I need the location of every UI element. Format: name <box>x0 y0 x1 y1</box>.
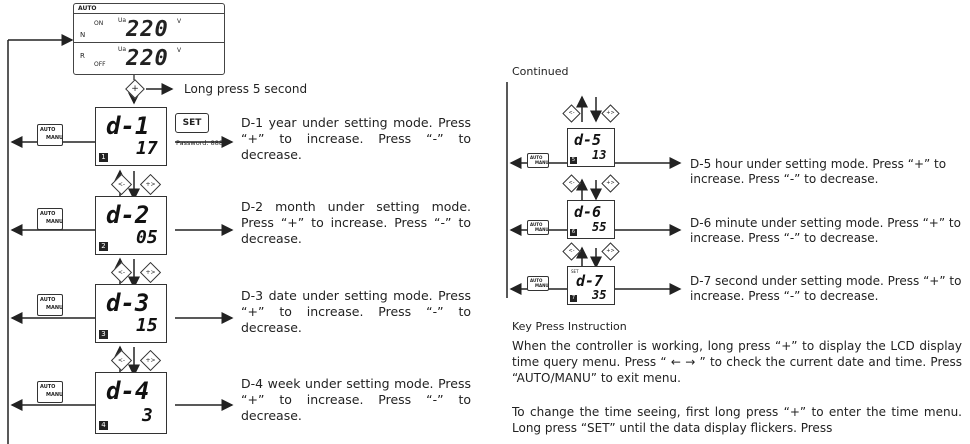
step-code: d-2 <box>106 201 150 229</box>
long-press-label: Long press 5 second <box>184 82 308 96</box>
step-index: 2 <box>99 242 108 251</box>
row1-voltage: 220 <box>126 17 169 42</box>
row1-unit: Ua <box>118 17 127 24</box>
step-index: 5 <box>570 157 577 164</box>
step-value: 05 <box>136 227 158 248</box>
instruction-para2: To change the time seeing, first long pr… <box>512 405 962 435</box>
r-label: R <box>80 52 85 60</box>
instruction-para1: When the controller is working, long pre… <box>512 339 962 385</box>
step-code: d-3 <box>106 289 150 317</box>
step-code: d-1 <box>106 112 150 140</box>
lcd-step-d3: d-3 15 3 <box>95 284 167 343</box>
lcd-step-d5: d-5 13 5 <box>567 128 615 167</box>
step-value: 3 <box>142 405 153 426</box>
step-index: 1 <box>99 153 108 162</box>
main-lcd-display: AUTO N ON Ua 220 V R OFF Ua 220 V <box>73 3 225 75</box>
step-desc-d3: D-3 date under setting mode. Press “+” t… <box>241 288 471 335</box>
set-button[interactable]: SET <box>175 113 209 133</box>
step-code: d-6 <box>574 203 602 221</box>
row2-unit-v: V <box>177 47 182 54</box>
step-value: 55 <box>592 220 607 234</box>
step-value: 17 <box>136 138 158 159</box>
auto-indicator: AUTO <box>74 4 224 14</box>
set-indicator: SET <box>571 269 579 274</box>
off-label: OFF <box>94 61 106 68</box>
step-value: 35 <box>592 288 607 302</box>
step-desc-d2: D-2 month under setting mode. Press “+” … <box>241 199 471 246</box>
lcd-step-d7: SET d-7 35 7 <box>567 266 615 305</box>
step-value: 15 <box>136 315 158 336</box>
continued-label: Continued <box>512 65 569 78</box>
row2-unit: Ua <box>118 46 127 53</box>
instruction-title: Key Press Instruction <box>512 320 627 333</box>
on-label: ON <box>94 20 104 27</box>
step-code: d-7 <box>576 272 604 290</box>
step-desc-d6: D-6 minute under setting mode. Press “+”… <box>690 216 961 245</box>
step-value: 13 <box>592 148 607 162</box>
step-desc-d7: D-7 second under setting mode. Press “+”… <box>690 274 962 303</box>
lcd-step-d1: d-1 17 1 <box>95 107 167 166</box>
step-desc-d4: D-4 week under setting mode. Press “+” t… <box>241 376 471 423</box>
step-index: 4 <box>99 421 108 430</box>
step-desc-d1: D-1 year under setting mode. Press “+” t… <box>241 115 471 162</box>
password-text: Password: 888 <box>176 139 224 147</box>
lcd-step-d4: d-4 3 4 <box>95 372 167 434</box>
row1-unit-v: V <box>177 18 182 25</box>
step-index: 7 <box>570 295 577 302</box>
step-code: d-5 <box>574 131 602 149</box>
step-index: 6 <box>570 229 577 236</box>
lcd-step-d6: d-6 55 6 <box>567 200 615 239</box>
step-code: d-4 <box>106 377 150 405</box>
step-index: 3 <box>99 330 108 339</box>
row2-voltage: 220 <box>126 46 169 71</box>
lcd-step-d2: d-2 05 2 <box>95 196 167 255</box>
n-label: N <box>80 31 86 39</box>
step-desc-d5: D-5 hour under setting mode. Press “+” t… <box>690 157 947 186</box>
